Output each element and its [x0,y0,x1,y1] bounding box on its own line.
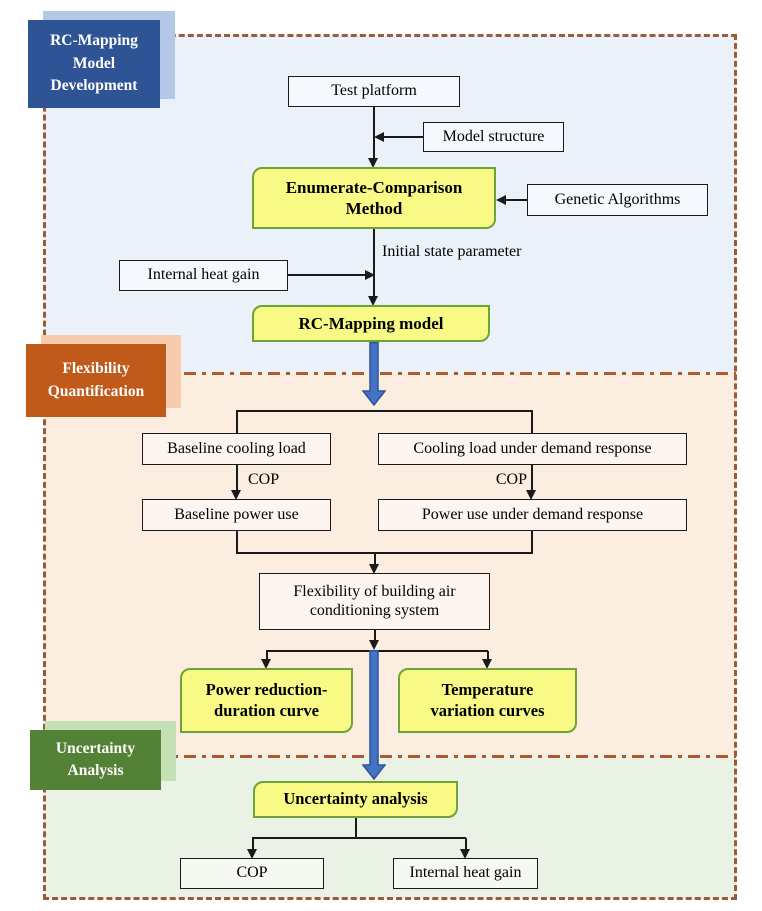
connector-flexibility-out [374,630,376,641]
arrowhead-down-icon [368,296,378,306]
node-label: Internal heat gain [409,864,522,882]
internal-heat-gain-node: Internal heat gain [119,260,288,291]
label-line: Analysis [67,762,124,779]
node-label: Genetic Algorithms [554,190,681,208]
arrowhead-down-icon [231,490,241,500]
flexibility-quantification-label: Flexibility Quantification [26,344,166,417]
node-label: Internal heat gain [147,266,260,284]
connector-internalheat [288,274,365,276]
model-development-label: RC-Mapping Model Development [28,20,160,108]
flexibility-system-node: Flexibility of building air conditioning… [259,573,490,630]
arrowhead-down-icon [369,640,379,650]
flow-arrow-1-icon [362,342,386,406]
arrowhead-down-icon [261,659,271,669]
uncertainty-analysis-node: Uncertainty analysis [253,781,458,818]
label-line: Model [72,54,116,72]
power-use-dr-node: Power use under demand response [378,499,687,531]
node-label-line2: duration curve [214,700,319,720]
arrowhead-down-icon [369,564,379,574]
arrowhead-down-icon [482,659,492,669]
node-label: COP [236,864,268,882]
arrowhead-left-icon [496,195,506,205]
connector-genetic [505,199,527,201]
baseline-power-use-node: Baseline power use [142,499,331,531]
node-label-line2: conditioning system [309,601,440,619]
uncertainty-analysis-label: Uncertainty Analysis [30,730,161,790]
label-line: RC-Mapping [50,32,138,50]
cooling-load-dr-node: Cooling load under demand response [378,433,687,465]
label-line: Development [50,77,138,95]
genetic-algorithms-node: Genetic Algorithms [527,184,708,216]
connector-cop-left [236,465,238,490]
node-label: Baseline power use [174,505,299,523]
node-label-line1: Temperature [441,679,534,699]
arrowhead-right-icon [365,270,375,280]
test-platform-node: Test platform [288,76,460,107]
bottom-stub-right [465,838,467,850]
bottom-stub-left [252,838,254,850]
node-label-line1: Power reduction- [205,679,328,699]
connector-uncertainty-out [355,818,357,838]
baseline-cooling-load-node: Baseline cooling load [142,433,331,465]
branch-stub-left [236,410,238,433]
curve-stub-left [266,651,268,660]
branch-line-bottom [252,837,466,839]
connector-cop-right [531,465,533,490]
arrowhead-down-icon [526,490,536,500]
branch-line-top [236,410,533,412]
label-line: Quantification [47,382,145,400]
node-label: Baseline cooling load [167,439,306,457]
internal-heat-gain-output-node: Internal heat gain [393,858,538,889]
enumerate-comparison-node: Enumerate-Comparison Method [252,167,496,229]
label-line: Flexibility [62,360,130,378]
node-label: Cooling load under demand response [413,439,652,457]
connector-testplatform-to-enum [373,107,375,159]
node-label-line2: Method [345,199,403,218]
connector-to-flexibility [374,553,376,565]
node-label: Test platform [331,82,417,100]
merge-stub-right [531,531,533,553]
arrowhead-left-icon [374,132,384,142]
temperature-curves-node: Temperature variation curves [398,668,577,733]
arrowhead-down-icon [247,849,257,859]
node-label-line1: Enumerate-Comparison [285,177,463,197]
node-label-line1: Flexibility of building air [293,583,456,601]
merge-line [236,552,533,554]
outer-dashed-border [43,34,737,900]
edge-label-initial-state: Initial state parameter [382,243,522,260]
model-structure-node: Model structure [423,122,564,152]
cop-output-node: COP [180,858,324,889]
arrowhead-down-icon [460,849,470,859]
node-label-line2: variation curves [430,700,545,720]
arrowhead-down-icon [368,158,378,168]
node-label: Uncertainty analysis [283,789,428,809]
branch-stub-right [531,410,533,433]
curve-stub-right [487,651,489,660]
rc-mapping-model-node: RC-Mapping model [252,305,490,342]
edge-label-cop-left: COP [248,471,280,488]
node-label: Power use under demand response [421,505,644,523]
connector-enum-to-rcmodel [373,228,375,297]
power-reduction-curve-node: Power reduction- duration curve [180,668,353,733]
node-label: RC-Mapping model [298,313,444,333]
edge-label-cop-right: COP [495,471,527,488]
merge-stub-left [236,531,238,553]
connector-modelstructure [383,136,423,138]
section-divider-2 [44,755,736,758]
node-label: Model structure [442,127,545,145]
flow-arrow-2-icon [362,650,386,780]
label-line: Uncertainty [55,739,136,757]
section-divider-1 [44,372,736,375]
